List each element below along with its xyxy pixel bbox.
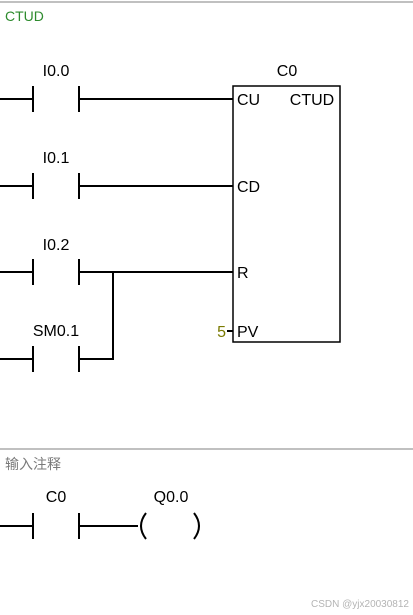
contact-i0-1[interactable]: I0.1 [0, 150, 233, 199]
pin-r: R [237, 265, 249, 282]
contact-i0-0-label: I0.0 [43, 63, 70, 80]
coil-q0-0[interactable]: Q0.0 [140, 489, 200, 540]
contact-sm0-1[interactable]: SM0.1 [0, 272, 114, 372]
contact-i0-2[interactable]: I0.2 [0, 237, 233, 285]
network-1-comment[interactable]: CTUD [5, 8, 44, 24]
pv-value[interactable]: 5 [217, 324, 226, 341]
coil-q0-0-label: Q0.0 [154, 489, 189, 506]
pin-cd: CD [237, 179, 260, 196]
counter-name: C0 [277, 63, 298, 80]
pin-pv: PV [237, 324, 259, 341]
contact-sm0-1-label: SM0.1 [33, 323, 79, 340]
counter-type: CTUD [290, 92, 334, 109]
counter-block-c0[interactable]: C0 CTUD CU CD R PV 5 [217, 63, 341, 343]
watermark: CSDN @yjx20030812 [311, 599, 409, 610]
pin-cu: CU [237, 92, 260, 109]
contact-c0-label: C0 [46, 489, 67, 506]
contact-i0-2-label: I0.2 [43, 237, 70, 254]
contact-i0-1-label: I0.1 [43, 150, 70, 167]
contact-c0[interactable]: C0 [0, 489, 138, 539]
contact-i0-0[interactable]: I0.0 [0, 63, 233, 112]
network-2-comment-placeholder[interactable]: 输入注释 [5, 456, 61, 472]
